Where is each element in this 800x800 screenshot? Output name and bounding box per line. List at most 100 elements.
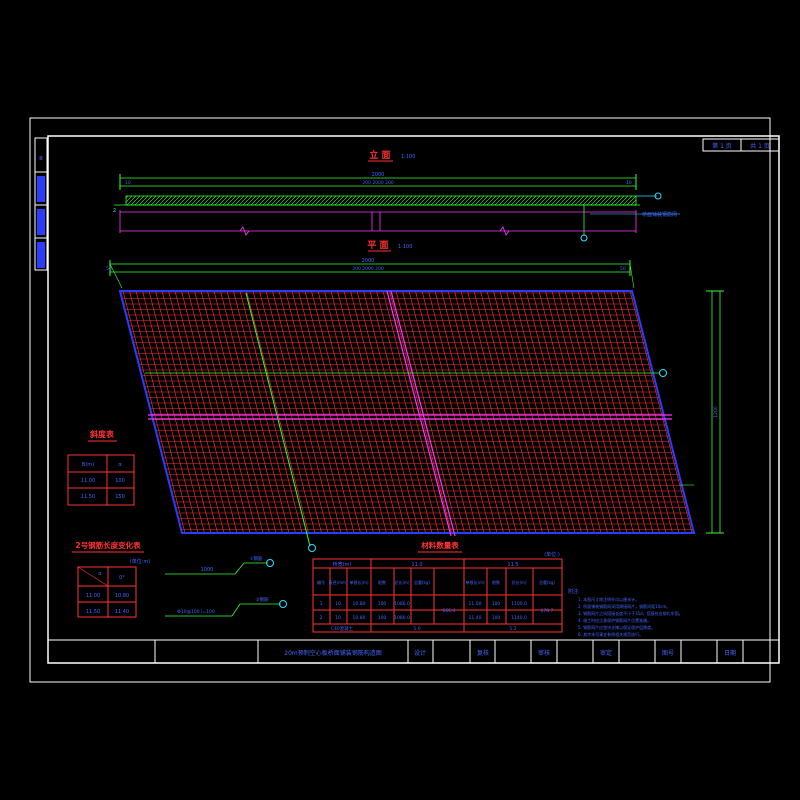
rebar-header-alpha: α [98, 571, 102, 577]
qty-row: 2 10 10.80 100 1080.0 11.40 100 1140.0 [320, 615, 527, 621]
rebar-longitudinal [532, 291, 595, 533]
skew-header-b: B(m) [82, 462, 94, 468]
rebar-cell: 10.80 [115, 593, 129, 599]
rebar-longitudinal [317, 291, 381, 533]
rebar-longitudinal [695, 291, 757, 533]
rebar-longitudinal [304, 291, 368, 533]
rebar-longitudinal [421, 291, 485, 533]
qty-col-header: 编号 [317, 579, 325, 585]
skew-table-title: 斜度表 [89, 429, 115, 439]
qty-footer-value: 5.0 [413, 626, 420, 632]
rebar-longitudinal [512, 291, 576, 533]
rebar-longitudinal [499, 291, 563, 533]
rebar-longitudinal [460, 291, 524, 533]
rebar-longitudinal [545, 291, 608, 533]
qty-group-header: 桥宽(m) [333, 561, 352, 568]
plan-view: 平 面 1:100 2000 200 2000 200 50 50 [106, 240, 757, 552]
rebar-longitudinal [486, 291, 550, 533]
rebar-longitudinal [493, 291, 556, 533]
elevation-title: 立 面 [369, 149, 390, 161]
qty-cell: 10.80 [353, 601, 366, 607]
rebar-longitudinal [148, 291, 212, 533]
mesh-outline [118, 290, 696, 534]
rebar-longitudinal [603, 291, 667, 533]
skew-cell: 11.50 [81, 494, 95, 500]
qty-group-header: 11.5 [507, 562, 518, 568]
plan-title: 平 面 [367, 240, 388, 251]
elevation-view: 立 面 1:100 2000 200 2000 200 10 10 桥面铺装钢筋… [113, 149, 680, 242]
drawing-no-label: 图号 [662, 650, 674, 657]
rebar-longitudinal [311, 291, 374, 533]
qty-cell: 1100.0 [511, 601, 527, 607]
rebar-longitudinal [597, 291, 660, 533]
qty-col-header: 直径(mm) [329, 579, 348, 585]
quantity-table-unit: (单位:) [544, 551, 560, 558]
notes: 附注: 1. 本图尺寸除注明外均以厘米计。 2. 桥面铺装钢筋网采用焊接网片，钢… [568, 588, 683, 637]
plan-side-dim: 1200 [713, 406, 719, 418]
skew-table: 斜度表 B(m) α 11.00 100 11.50 150 [67, 429, 135, 506]
qty-footer-value: 5.2 [509, 626, 516, 632]
quantity-table-title: 材料数量表 [421, 540, 459, 550]
rebar-longitudinal [200, 291, 264, 533]
rebar-longitudinal [623, 291, 686, 533]
rebar-longitudinal [174, 291, 238, 533]
detail-label-a: ①钢筋 [249, 555, 263, 562]
rebar-longitudinal [467, 291, 530, 533]
rebar-longitudinal [395, 291, 459, 533]
rebar-longitudinal [239, 291, 303, 533]
elevation-dim-sub: 200 2000 200 [362, 180, 394, 186]
qty-cell: 10 [335, 601, 341, 607]
rebar-longitudinal [285, 291, 348, 533]
rebar-longitudinal [616, 291, 680, 533]
rebar-header-0: 0° [119, 575, 125, 581]
rebar-longitudinal [525, 291, 589, 533]
rebar-longitudinal [187, 291, 251, 533]
quantity-table: 材料数量表 (单位:) 桥宽(m) 11.0 11.5 编号 直径(mm) 单根… [312, 540, 563, 633]
sheet-label: 第 1 页 [712, 142, 732, 150]
rebar-longitudinal [428, 291, 491, 533]
qty-group-header: 11.0 [411, 562, 422, 568]
qty-col-header: 根数 [492, 579, 500, 585]
rebar-longitudinal [402, 291, 465, 533]
review-label: 复核 [477, 649, 489, 657]
approve-label: 审定 [600, 649, 612, 657]
plan-left-dim: 50 [106, 266, 112, 272]
inner-frame [47, 135, 780, 664]
qty-cell: 100 [492, 615, 501, 621]
rebar-longitudinal [265, 291, 329, 533]
rebar-longitudinal [272, 291, 335, 533]
design-label: 设计 [414, 649, 426, 657]
rebar-longitudinal [610, 291, 673, 533]
qty-cell: 1140.0 [511, 615, 527, 621]
qty-col-header: 总长(m) [511, 579, 526, 585]
detail-dim-a: 1000 [201, 567, 214, 573]
rebar-longitudinal [168, 291, 231, 533]
rebar-longitudinal [369, 291, 433, 533]
elevation-right-dim: 10 [626, 180, 632, 186]
rebar-longitudinal [415, 291, 478, 533]
rebar-longitudinal [343, 291, 407, 533]
note-line: 3. 钢筋网片之间搭接长度不小于35d，搭接处应绑扎牢固。 [578, 610, 683, 616]
note-line: 4. 施工时应注意保护钢筋网片位置准确。 [578, 617, 651, 623]
rebar-table-unit: (单位:m) [130, 558, 151, 565]
note-line: 5. 钢筋网片应垫块支撑以保证保护层厚度。 [578, 624, 655, 630]
rebar-longitudinal [246, 291, 309, 533]
rebar-details: 1000 ①钢筋 Φ10@100 l=100 ②钢筋 [165, 555, 287, 617]
rebar-longitudinal [291, 291, 355, 533]
rebar-longitudinal [688, 291, 694, 533]
rebar-longitudinal [161, 291, 225, 533]
rebar-longitudinal [454, 291, 517, 533]
skew-header-alpha: α [118, 462, 122, 468]
rebar-longitudinal [629, 291, 693, 533]
rebar-longitudinal [356, 291, 420, 533]
check-label: 审核 [538, 649, 550, 657]
rebar-longitudinal [330, 291, 394, 533]
rebar-longitudinal [259, 291, 322, 533]
plan-dim-top: 2000 [362, 258, 375, 264]
rebar-longitudinal [538, 291, 602, 533]
rebar-longitudinal [564, 291, 628, 533]
rebar-longitudinal [233, 291, 296, 533]
rebar-cell: 11.40 [115, 609, 129, 615]
sheet-boxes: 第 1 页 共 1 页 [702, 138, 780, 152]
